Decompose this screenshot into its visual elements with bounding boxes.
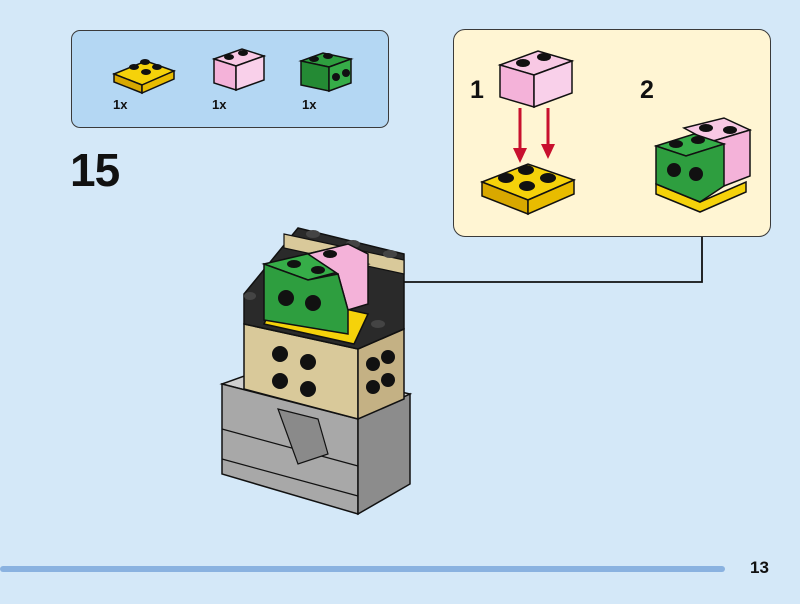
pink-brick-quantity: 1x	[212, 97, 227, 112]
substep-2-label: 2	[640, 76, 654, 104]
pink-brick-part-icon	[211, 48, 267, 92]
pink-brick-icon	[497, 50, 575, 109]
green-brick-part-icon	[298, 52, 354, 93]
page-progress-bar	[0, 566, 725, 572]
step-number: 15	[70, 144, 120, 196]
main-build-model	[219, 227, 413, 516]
sub-assembly-callout: 1 2	[453, 29, 771, 237]
yellow-plate-part-icon	[111, 59, 177, 95]
yellow-plate-quantity: 1x	[113, 97, 128, 112]
parts-list-panel: 1x 1x 1x	[71, 30, 389, 128]
yellow-plate-icon	[479, 163, 577, 216]
page-number: 13	[750, 558, 769, 577]
red-down-arrows-icon	[513, 108, 555, 163]
assembled-subassembly-icon	[653, 117, 753, 213]
green-brick-quantity: 1x	[302, 97, 317, 112]
substep-1-label: 1	[470, 76, 484, 104]
